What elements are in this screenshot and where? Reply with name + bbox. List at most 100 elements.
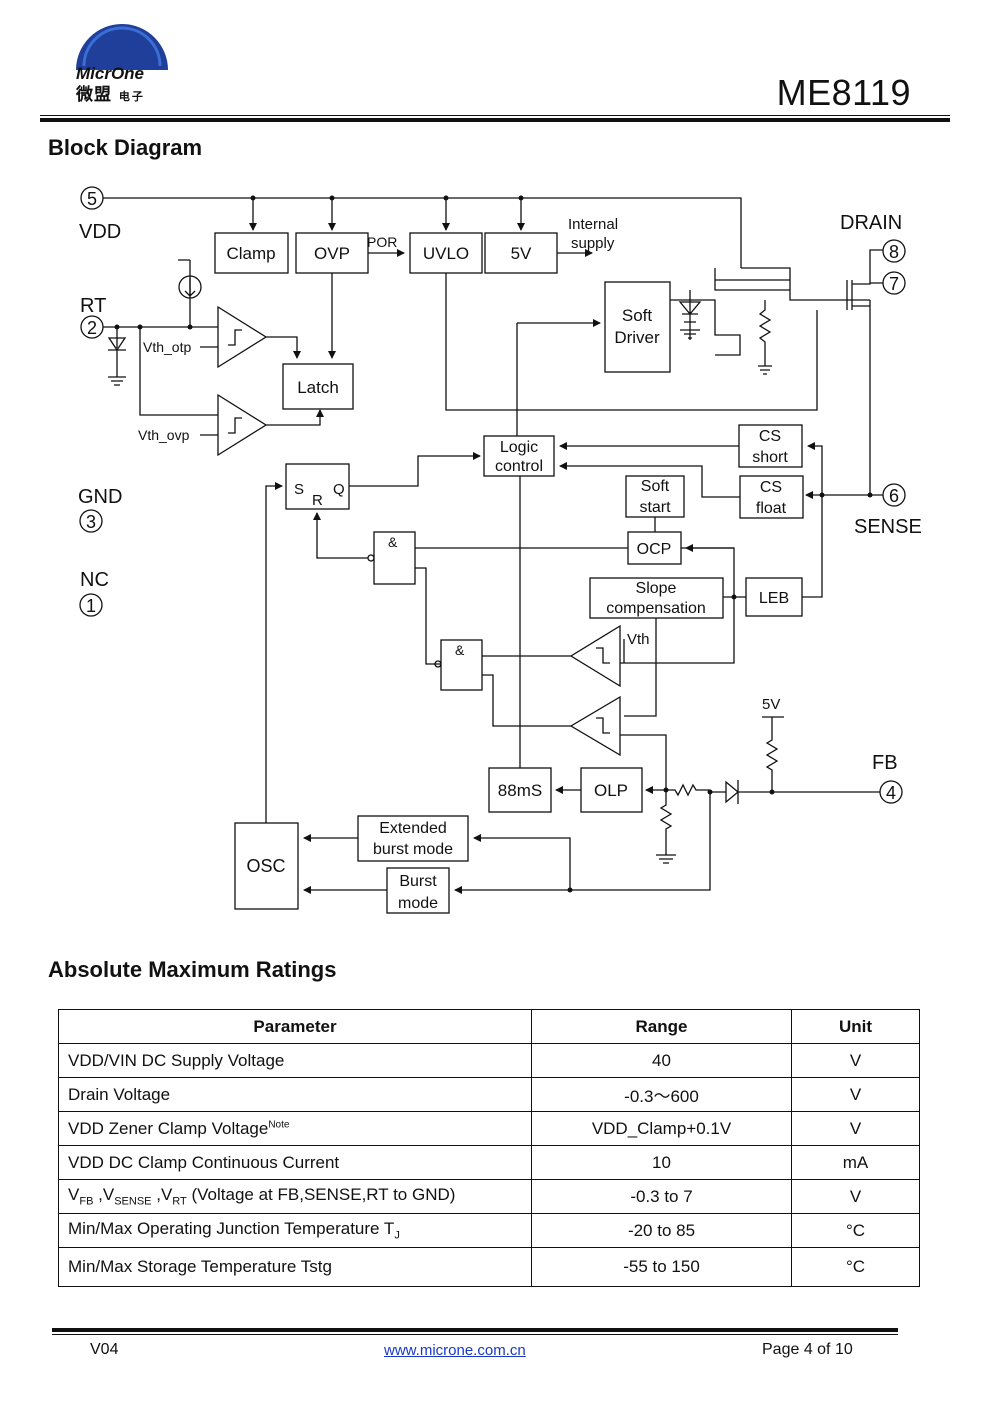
internal-supply-label-2: supply <box>571 235 615 252</box>
footer-rule <box>52 1328 898 1332</box>
cell-range: -0.3～600 <box>531 1077 792 1112</box>
cell-unit: mA <box>791 1145 920 1180</box>
svg-text:LEB: LEB <box>759 590 789 607</box>
five-v-block: 5V <box>484 232 558 274</box>
five-v-ref-label: 5V <box>762 696 780 713</box>
ovp-block: OVP <box>295 232 369 274</box>
svg-text:MicrOne: MicrOne <box>76 64 144 82</box>
svg-text:NC: NC <box>80 569 109 591</box>
and-gate-2: & <box>434 639 483 691</box>
cell-parameter: VDD/VIN DC Supply Voltage <box>58 1043 532 1078</box>
svg-text:&: & <box>455 642 465 658</box>
svg-text:OLP: OLP <box>594 781 628 800</box>
svg-text:5: 5 <box>87 189 97 209</box>
cs-float-block: CS float <box>739 475 804 519</box>
osc-block: OSC <box>234 822 299 910</box>
svg-text:88mS: 88mS <box>498 781 542 800</box>
svg-text:Soft: Soft <box>641 478 670 495</box>
svg-text:S: S <box>294 481 304 498</box>
svg-text:CS: CS <box>760 479 782 496</box>
leb-block: LEB <box>745 577 803 617</box>
svg-text:RT: RT <box>80 295 106 317</box>
ratings-title: Absolute Maximum Ratings <box>48 957 337 982</box>
svg-text:float: float <box>756 500 787 517</box>
clamp-block: Clamp <box>214 232 289 274</box>
ovp-comparator: Vth_ovp <box>138 393 268 457</box>
block-diagram-title: Block Diagram <box>48 135 203 160</box>
olp-block: OLP <box>580 767 643 813</box>
svg-text:Logic: Logic <box>500 439 538 456</box>
absolute-max-ratings-table: Parameter Range Unit VDD/VIN DC Supply V… <box>58 1009 920 1287</box>
pin-fb: FB 4 <box>872 752 903 804</box>
svg-text:Latch: Latch <box>297 378 339 397</box>
soft-driver-block: Soft Driver <box>604 281 671 373</box>
svg-text:8: 8 <box>889 242 899 262</box>
cell-parameter: VFB ,VSENSE ,VRT (Voltage at FB,SENSE,RT… <box>58 1179 532 1214</box>
cell-range: 40 <box>531 1043 792 1078</box>
svg-text:mode: mode <box>398 895 438 912</box>
cell-parameter: Min/Max Storage Temperature Tstg <box>58 1247 532 1287</box>
cell-range: -20 to 85 <box>531 1213 792 1248</box>
website-link[interactable]: www.microne.com.cn <box>384 1342 526 1359</box>
part-number: ME8119 <box>776 72 911 113</box>
table-row: VDD Zener Clamp VoltageNote VDD_Clamp+0.… <box>58 1111 920 1146</box>
cell-range: -0.3 to 7 <box>531 1179 792 1214</box>
svg-text:7: 7 <box>889 274 899 294</box>
cell-range: -55 to 150 <box>531 1247 792 1287</box>
svg-text:4: 4 <box>886 783 896 803</box>
header-rule-top <box>40 115 950 116</box>
version-label: V04 <box>90 1341 119 1358</box>
svg-text:Soft: Soft <box>622 306 653 325</box>
svg-text:short: short <box>752 449 788 466</box>
table-row: Min/Max Operating Junction Temperature T… <box>58 1213 920 1248</box>
svg-text:VDD: VDD <box>79 221 121 243</box>
cell-parameter: VDD Zener Clamp VoltageNote <box>58 1111 532 1146</box>
svg-text:Clamp: Clamp <box>226 244 275 263</box>
svg-text:Vth_ovp: Vth_ovp <box>138 427 190 443</box>
svg-text:2: 2 <box>87 318 97 338</box>
cell-parameter: VDD DC Clamp Continuous Current <box>58 1145 532 1180</box>
cell-unit: V <box>791 1179 920 1214</box>
svg-text:start: start <box>639 499 671 516</box>
pin-nc: 1 NC <box>79 569 109 617</box>
block-diagram: 5 VDD 2 RT 3 GND 1 NC DRAIN 8 7 6 SENSE … <box>78 186 922 914</box>
logo-chinese: 微盟 电子 <box>76 85 145 105</box>
latch-block: Latch <box>282 363 354 410</box>
cell-unit: V <box>791 1077 920 1112</box>
svg-text:Q: Q <box>333 481 345 498</box>
extended-burst-mode-block: Extended burst mode <box>357 815 469 862</box>
pin-drain: DRAIN 8 7 <box>840 212 906 295</box>
pin-rt: 2 RT <box>80 295 106 339</box>
svg-text:Burst: Burst <box>399 873 437 890</box>
table-row: Min/Max Storage Temperature Tstg -55 to … <box>58 1247 920 1287</box>
table-row: Drain Voltage -0.3～600 V <box>58 1077 920 1112</box>
footer-rule-thin <box>52 1334 898 1335</box>
svg-text:compensation: compensation <box>606 600 706 617</box>
slope-compensation-block: Slope compensation <box>589 577 724 619</box>
svg-text:Driver: Driver <box>614 328 660 347</box>
ocp-comparator: Vth <box>569 624 650 688</box>
olp-comparator <box>569 695 621 757</box>
svg-text:control: control <box>495 458 543 475</box>
svg-text:&: & <box>388 534 398 550</box>
note-marker: Note <box>268 1118 290 1130</box>
svg-text:5V: 5V <box>511 244 532 263</box>
svg-text:GND: GND <box>78 486 122 508</box>
company-logo: MicrOne <box>72 22 172 112</box>
cs-short-block: CS short <box>738 424 803 468</box>
table-row: VFB ,VSENSE ,VRT (Voltage at FB,SENSE,RT… <box>58 1179 920 1214</box>
soft-start-block: Soft start <box>625 475 685 518</box>
svg-text:SENSE: SENSE <box>854 516 922 538</box>
table-header-row: Parameter Range Unit <box>58 1009 920 1044</box>
table-row: VDD DC Clamp Continuous Current 10 mA <box>58 1145 920 1180</box>
cell-parameter: Drain Voltage <box>58 1077 532 1112</box>
pin-sense: 6 SENSE <box>854 483 922 538</box>
and-gate-1: & <box>367 531 416 585</box>
cell-parameter: Min/Max Operating Junction Temperature T… <box>58 1213 532 1248</box>
svg-text:DRAIN: DRAIN <box>840 212 902 234</box>
sr-latch: S R Q <box>285 463 350 510</box>
col-unit: Unit <box>791 1009 920 1044</box>
svg-text:Extended: Extended <box>379 820 447 837</box>
burst-mode-block: Burst mode <box>386 867 450 914</box>
svg-text:Vth_otp: Vth_otp <box>143 339 191 355</box>
